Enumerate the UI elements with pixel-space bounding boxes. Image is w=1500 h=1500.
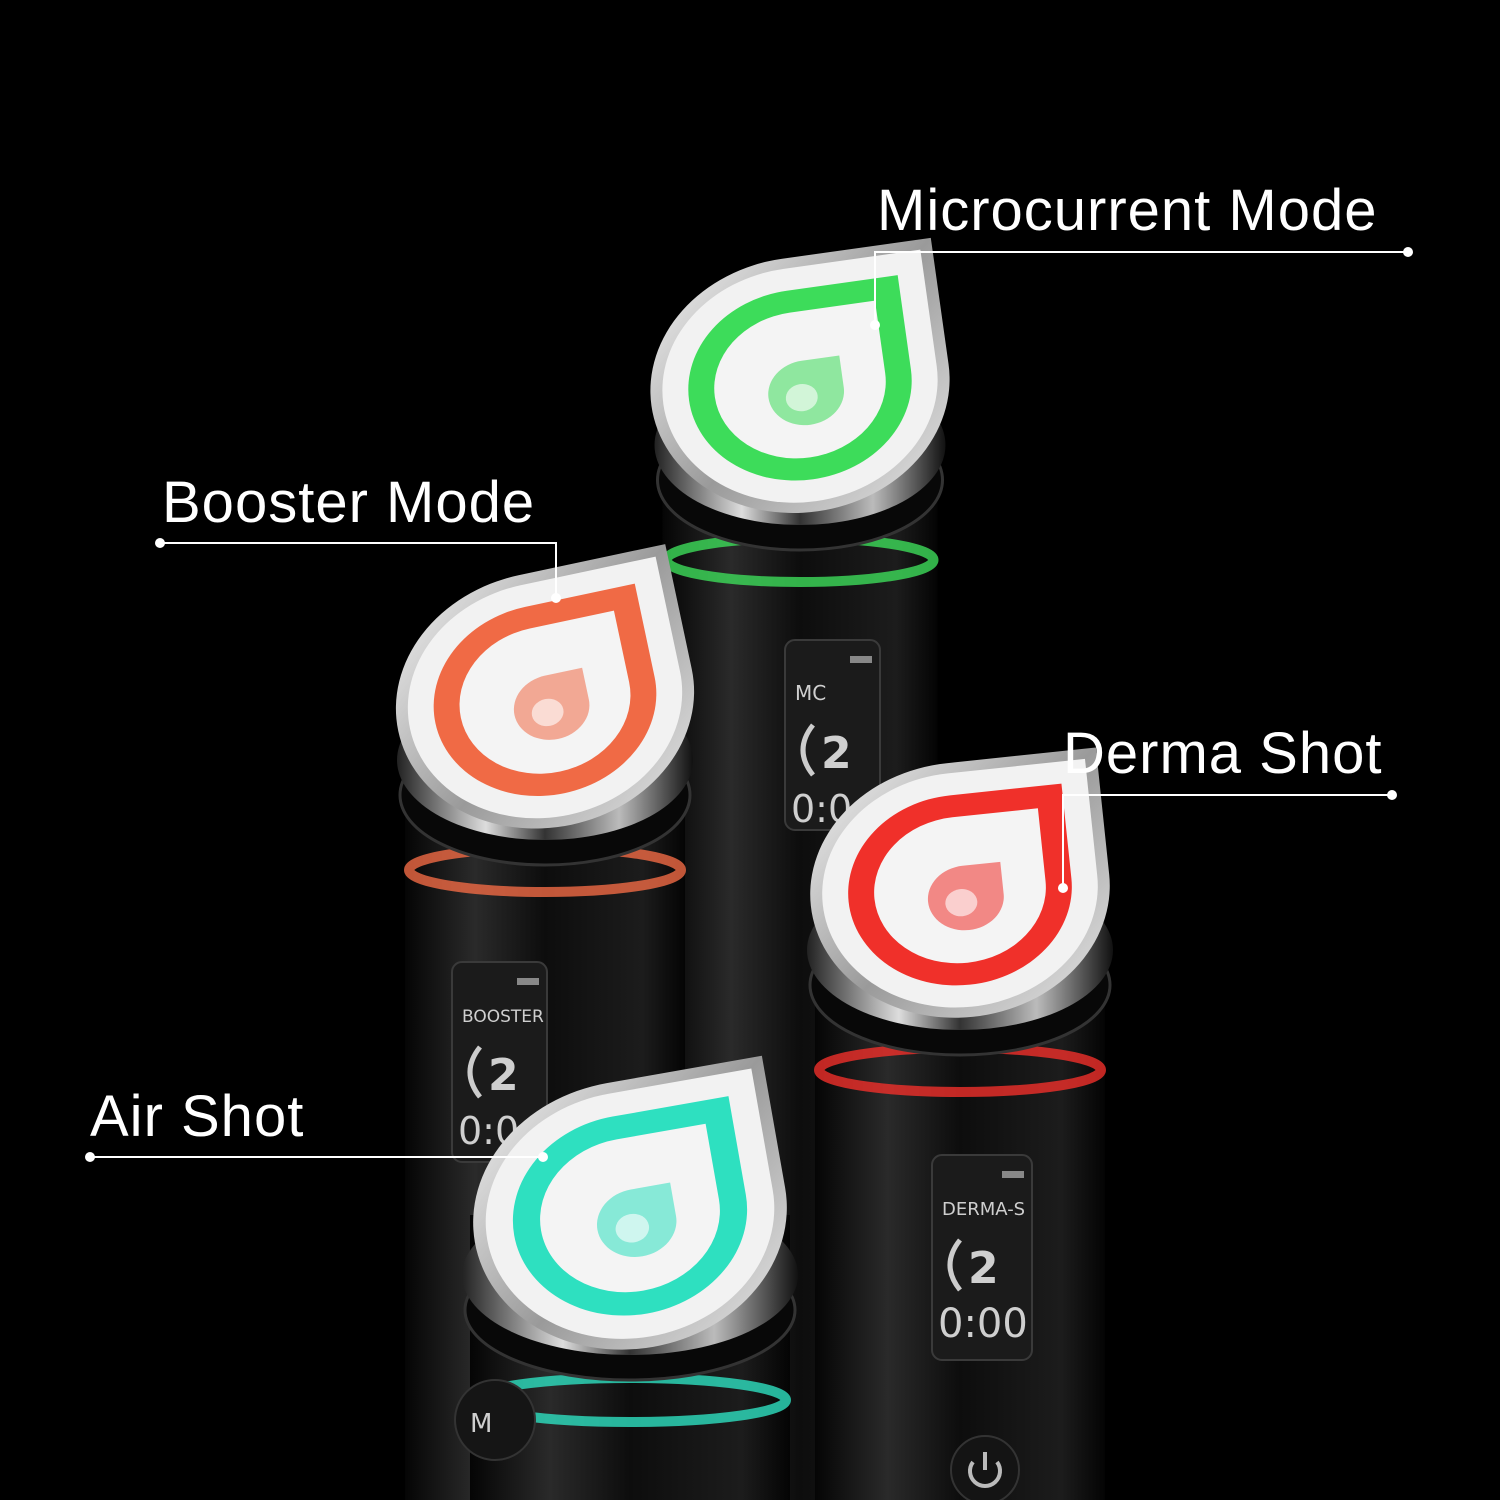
mode-button [454, 1379, 536, 1461]
device-head [473, 1055, 787, 1350]
screen-level-text: 2 [968, 1243, 999, 1294]
device-screen: DERMA-S 2 0:00 [931, 1154, 1033, 1361]
device-derma: DERMA-S 2 0:00 [807, 747, 1113, 1500]
label-booster-mode: Booster Mode [162, 470, 536, 535]
screen-mode-text: DERMA-S [942, 1199, 1025, 1220]
label-air-shot: Air Shot [90, 1084, 305, 1149]
head-tip-highlight [615, 1213, 650, 1243]
callout-line-derma [1062, 794, 1392, 888]
callout-line-microcurrent [874, 251, 1408, 325]
callout-dot [538, 1152, 548, 1162]
level-arc-icon [467, 1045, 483, 1099]
power-icon [968, 1460, 1002, 1488]
callout-dot [1403, 247, 1413, 257]
device-head [810, 747, 1110, 1018]
screen-mode-text: MC [795, 681, 826, 705]
battery-icon [517, 978, 539, 985]
screen-level-text: 2 [488, 1050, 519, 1101]
callout-dot [551, 593, 561, 603]
label-microcurrent-mode: Microcurrent Mode [877, 178, 1378, 243]
device-air: M [454, 1055, 798, 1500]
screen-level-text: 2 [821, 728, 852, 779]
battery-icon [850, 656, 872, 663]
head-tip-highlight [945, 889, 978, 917]
mode-button-label: M [470, 1409, 492, 1439]
screen-mode-text: BOOSTER [462, 1007, 544, 1027]
callout-dot [1058, 883, 1068, 893]
callout-line-booster [160, 542, 557, 598]
battery-icon [1002, 1171, 1024, 1178]
device-head [395, 544, 695, 829]
label-derma-shot: Derma Shot [1063, 721, 1383, 786]
head-tip-highlight [785, 383, 818, 412]
callout-dot [85, 1152, 95, 1162]
level-arc-icon [800, 723, 816, 777]
callout-dot [870, 320, 880, 330]
screen-time-text: 0:00 [938, 1301, 1028, 1347]
screen-panel [931, 1154, 1033, 1361]
callout-dot [1387, 790, 1397, 800]
head-tip-highlight [531, 698, 564, 727]
callout-dot [155, 538, 165, 548]
level-arc-icon [947, 1238, 963, 1292]
